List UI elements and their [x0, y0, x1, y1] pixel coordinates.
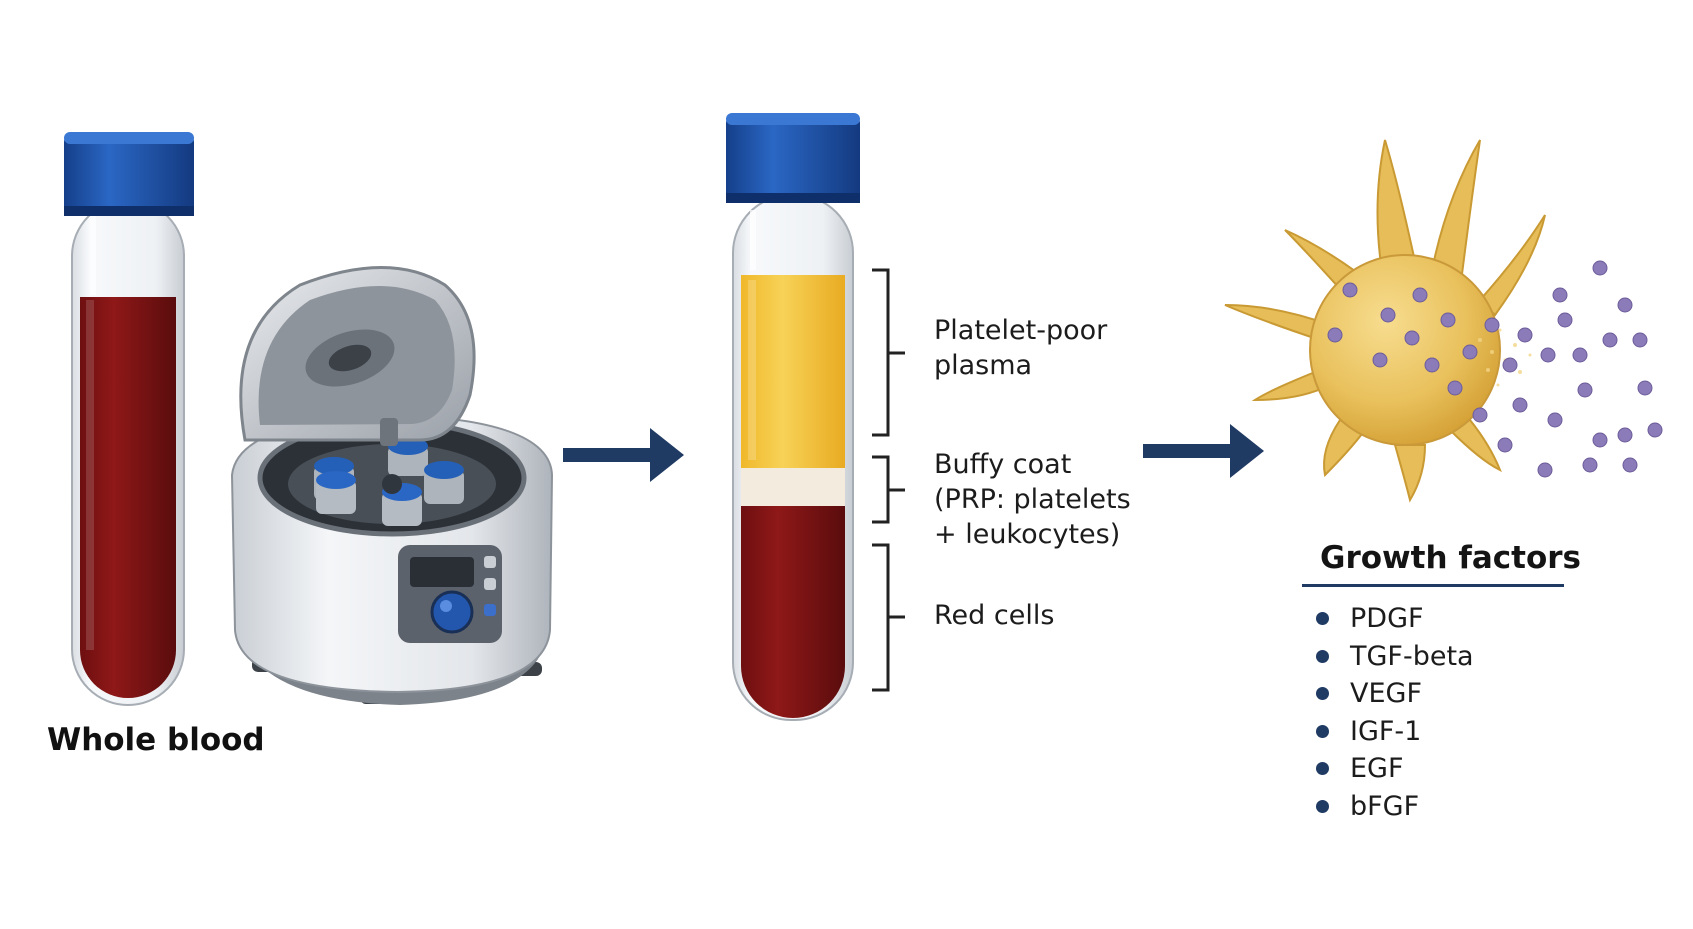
bracket-buffy: [872, 455, 905, 524]
activated-platelet: [1224, 139, 1663, 503]
growth-factors-list: PDGF TGF-beta VEGF IGF-1 EGF bFGF: [1310, 600, 1474, 825]
whole-blood-tube-cap: [64, 132, 194, 216]
red-cell-layer: [741, 506, 845, 718]
bullet-icon: [1316, 799, 1329, 813]
bullet-icon: [1316, 612, 1329, 625]
growth-factor-item: bFGF: [1310, 788, 1474, 826]
buffy-coat-line-1: Buffy coat: [934, 449, 1072, 480]
process-arrow-1: [563, 428, 684, 482]
buffy-coat-label: Buffy coat (PRP: platelets + leukocytes): [934, 447, 1131, 552]
platelet-poor-plasma-label: Platelet-poor plasma: [934, 313, 1107, 383]
bullet-icon: [1316, 649, 1329, 663]
platelet-poor-plasma-line-1: Platelet-poor: [934, 315, 1108, 346]
growth-factor-item: PDGF: [1310, 600, 1474, 638]
bullet-icon: [1316, 762, 1329, 775]
released-granules: [1327, 260, 1663, 478]
bracket-plasma: [872, 268, 905, 437]
bracket-red-cells: [872, 543, 905, 692]
separated-tube: [726, 113, 860, 721]
buffy-coat-layer: [741, 468, 845, 506]
growth-factor-item: IGF-1: [1310, 713, 1474, 751]
process-arrow-2: [1143, 424, 1264, 478]
growth-factor-item: VEGF: [1310, 675, 1474, 713]
centrifuge-lid: [239, 266, 476, 446]
separated-tube-cap: [726, 113, 860, 203]
whole-blood-label: Whole blood: [47, 722, 265, 758]
growth-factor-name: TGF-beta: [1350, 640, 1474, 672]
centrifuge-control-panel: [398, 545, 502, 643]
growth-factor-item: EGF: [1310, 750, 1474, 788]
growth-factor-name: PDGF: [1350, 603, 1424, 634]
layer-brackets: [872, 268, 905, 692]
platelet-poor-plasma-line-2: plasma: [934, 350, 1033, 381]
bullet-icon: [1316, 687, 1329, 700]
buffy-coat-line-2: (PRP: platelets: [934, 484, 1131, 515]
whole-blood-tube: [64, 132, 194, 706]
growth-factor-item: TGF-beta: [1310, 638, 1474, 676]
red-cells-label: Red cells: [934, 600, 1055, 631]
growth-factors-divider: [1302, 584, 1564, 587]
centrifuge: [230, 266, 554, 705]
growth-factor-name: IGF-1: [1350, 715, 1422, 747]
growth-factor-name: VEGF: [1350, 678, 1422, 709]
buffy-coat-line-3: + leukocytes): [934, 519, 1121, 550]
growth-factor-name: EGF: [1350, 753, 1404, 784]
growth-factor-name: bFGF: [1350, 790, 1420, 822]
bullet-icon: [1316, 724, 1329, 738]
plasma-layer: [741, 275, 845, 468]
growth-factors-heading: Growth factors: [1320, 540, 1581, 576]
